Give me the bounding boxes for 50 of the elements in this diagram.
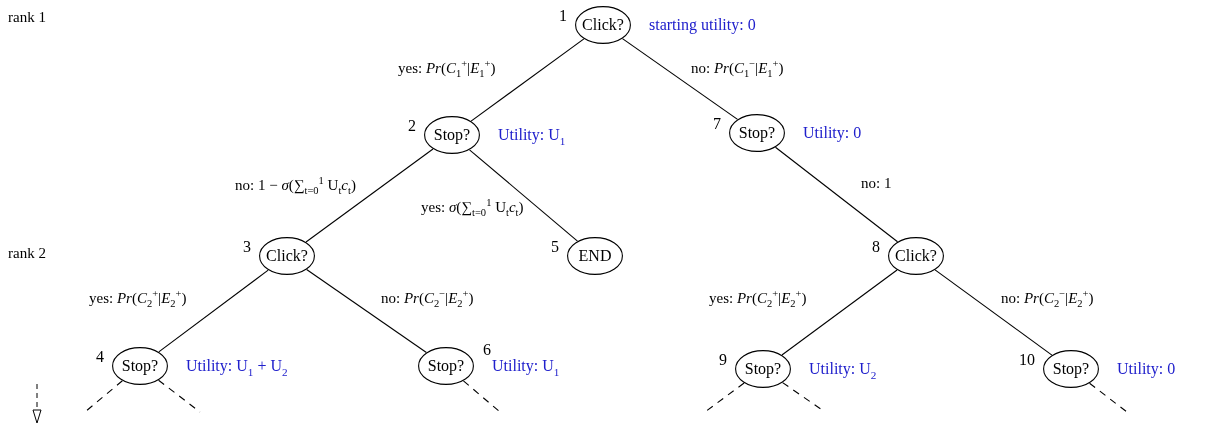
node-number: 7 — [713, 114, 721, 134]
utility-note: Utility: U$_{1}$ + U$_{2}$ — [186, 356, 288, 376]
branch-line — [934, 269, 1053, 356]
node-label: Click? — [266, 247, 308, 265]
utility-note: Utility: U$_{1}$ — [498, 125, 566, 145]
node-number: 4 — [96, 347, 104, 367]
branch-line — [781, 269, 898, 356]
node-label: Stop? — [744, 360, 782, 378]
utility-note: Utility: U$_{1}$ — [492, 356, 560, 376]
node-label: Stop? — [427, 357, 465, 375]
node-number: 5 — [551, 237, 559, 257]
branch-line — [774, 146, 899, 243]
branch-line — [306, 269, 427, 353]
edge-label: yes: Pr(C$_{2}$$^{+}$|E$_{2}$$^{+}$) — [708, 289, 808, 307]
edge-label: yes: Pr(C$_{2}$$^{+}$|E$_{2}$$^{+}$) — [88, 289, 188, 307]
node-label: END — [578, 247, 612, 265]
edge-label: yes: Pr(C$_{1}$$^{+}$|E$_{1}$$^{+}$) — [397, 59, 497, 77]
branch-line — [468, 149, 579, 242]
edge-label: no: 1 − σ(∑$_{t=0}$$^{1}$ U$_{t}$c$_{t}$) — [234, 176, 357, 194]
edge-label: yes: σ(∑$_{t=0}$$^{1}$ U$_{t}$c$_{t}$) — [420, 198, 525, 216]
node-number: 3 — [243, 237, 251, 257]
node-label: Click? — [895, 247, 937, 265]
node-number: 9 — [719, 350, 727, 370]
node-number: 8 — [872, 237, 880, 257]
edge-label: no: Pr(C$_{2}$$^{−}$|E$_{2}$$^{+}$) — [1000, 289, 1095, 307]
node-label: Click? — [582, 16, 624, 34]
branch-line — [470, 38, 585, 122]
edge-label: no: Pr(C$_{1}$$^{−}$|E$_{1}$$^{+}$) — [690, 59, 785, 77]
dashed-branch-line — [84, 380, 123, 413]
node-label: Stop? — [1052, 360, 1090, 378]
edge-label: no: Pr(C$_{2}$$^{−}$|E$_{2}$$^{+}$) — [380, 289, 475, 307]
rank-label: rank 1 — [8, 8, 46, 26]
node-number: 6 — [483, 340, 491, 360]
branch-line — [621, 38, 739, 120]
node-label: Stop? — [433, 126, 471, 144]
branch-line — [158, 269, 269, 353]
utility-note: Utility: U$_{2}$ — [809, 359, 877, 379]
dashed-branch-line — [1089, 382, 1128, 413]
rank-label: rank 2 — [8, 244, 46, 262]
branch-line — [305, 148, 434, 243]
node-number: 1 — [559, 6, 567, 26]
dashed-branch-line — [462, 380, 501, 413]
node-label: Stop? — [121, 357, 159, 375]
node-number: 2 — [408, 116, 416, 136]
utility-note: starting utility: 0 — [649, 15, 756, 35]
node-number: 10 — [1019, 350, 1035, 370]
utility-note: Utility: 0 — [1117, 359, 1176, 379]
node-label: Stop? — [738, 124, 776, 142]
utility-note: Utility: 0 — [803, 123, 862, 143]
dashed-branch-line — [704, 382, 745, 413]
